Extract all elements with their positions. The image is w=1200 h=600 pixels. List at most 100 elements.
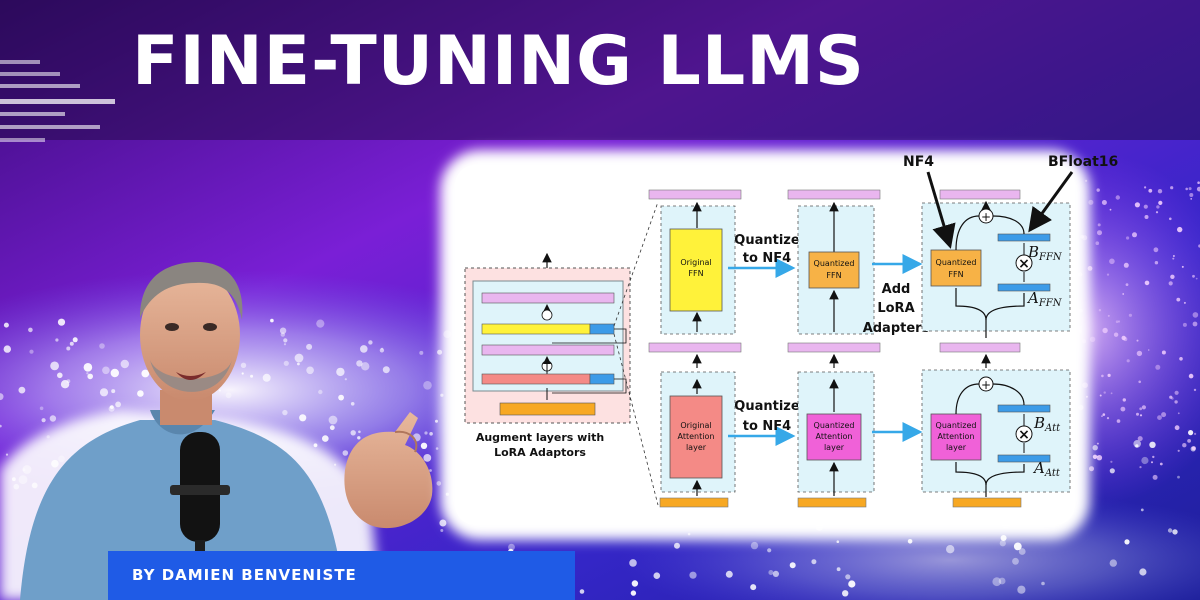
particle-dot [280, 332, 285, 337]
original-ffn-label-line1: Original [680, 258, 711, 267]
particle-dot [1126, 236, 1130, 240]
particle-dot [1192, 321, 1198, 327]
particle-dot [294, 353, 304, 363]
particle-dot [750, 541, 759, 550]
author-byline: BY DAMIEN BENVENISTE [108, 551, 575, 600]
particle-dot [1148, 188, 1153, 193]
quantized-ffn-label-line1: Quantized [814, 259, 855, 268]
particle-dot [50, 361, 59, 371]
particle-dot [322, 435, 329, 442]
particle-dot [1188, 430, 1194, 436]
particle-dot [1144, 280, 1150, 286]
particle-dot [1157, 189, 1163, 194]
particle-dot [111, 389, 116, 394]
particle-dot [429, 469, 432, 472]
particle-dot [435, 419, 438, 423]
particle-dot [55, 338, 59, 342]
particle-dot [283, 343, 287, 346]
particle-dot [420, 442, 428, 449]
particle-dot [1117, 320, 1121, 323]
particle-dot [1128, 313, 1132, 317]
decorative-stripes [0, 60, 115, 142]
quantized-ffn-label-line2: FFN [826, 271, 841, 280]
particle-dot [435, 447, 439, 450]
particle-dot [1174, 425, 1180, 431]
particle-dot [999, 540, 1006, 547]
original-att-label-line2: Attention [678, 432, 715, 441]
particle-dot [674, 542, 680, 549]
plus-symbol-top: + [981, 210, 991, 224]
particle-dot [66, 346, 71, 351]
particle-dot [87, 373, 93, 380]
particle-dot [1152, 474, 1158, 480]
particle-dot [57, 318, 66, 326]
particle-dot [439, 519, 447, 527]
particle-dot [1192, 312, 1199, 318]
particle-dot [1107, 373, 1111, 377]
bfloat16-pointer [1028, 171, 1074, 233]
particle-dot [1172, 529, 1178, 535]
original-att-label-line1: Original [680, 421, 711, 430]
particle-dot [1167, 528, 1173, 533]
particle-dot [1109, 559, 1118, 567]
particle-dot [907, 539, 913, 544]
original-column [648, 189, 742, 508]
particle-dot [344, 378, 347, 381]
particle-dot [836, 540, 840, 543]
particle-dot [283, 360, 289, 366]
particle-dot [329, 425, 335, 431]
quantize-label-bottom-line2: to NF4 [743, 419, 791, 434]
original-att-label-line3: layer [686, 443, 707, 452]
particle-dot [1182, 322, 1187, 327]
particle-dot [1120, 406, 1126, 412]
bfloat16-label: BFloat16 [1048, 154, 1118, 170]
particle-dot [1101, 200, 1107, 205]
particle-dot [1193, 388, 1197, 392]
particle-dot [1092, 454, 1098, 459]
particle-dot [218, 389, 221, 392]
times-symbol-bottom: × [1018, 427, 1030, 443]
particle-dot [306, 366, 314, 375]
particle-dot [1192, 274, 1195, 278]
particle-dot [1096, 455, 1099, 458]
quantized-att-label-line3: layer [824, 443, 845, 452]
quantize-label-top-line2: to NF4 [743, 251, 791, 266]
particle-dot [1106, 273, 1110, 276]
particle-dot [141, 369, 150, 378]
particle-dot [1174, 400, 1178, 404]
particle-dot [1138, 380, 1141, 384]
particle-dot [750, 584, 757, 591]
particle-dot [1041, 581, 1045, 586]
particle-dot [1113, 332, 1119, 337]
particle-dot [270, 318, 274, 323]
particle-dot [1103, 391, 1106, 394]
particle-dot [1106, 417, 1110, 420]
particle-dot [1176, 297, 1181, 302]
particle-dot [299, 414, 307, 422]
b-att-letter: B [1033, 414, 1045, 432]
particle-dot [1174, 390, 1179, 395]
particle-dot [1012, 557, 1019, 565]
particle-dot [1189, 193, 1194, 197]
particle-dot [1132, 232, 1137, 238]
particle-dot [1097, 230, 1102, 236]
particle-dot [436, 481, 442, 486]
particle-dot [1144, 215, 1149, 219]
a-ffn-subscript: FFN [1038, 298, 1063, 309]
particle-dot [1122, 398, 1127, 402]
particle-dot [1095, 241, 1100, 245]
particle-dot [338, 394, 344, 401]
particle-dot [1188, 187, 1192, 191]
particle-dot [1161, 412, 1167, 418]
particle-dot [1161, 350, 1166, 355]
particle-dot [1109, 208, 1112, 211]
lora-quantized-ffn-line2: FFN [948, 270, 963, 279]
particle-dot [1121, 335, 1126, 341]
particle-dot [1133, 440, 1141, 448]
particle-dot [318, 389, 323, 395]
particle-dot [250, 374, 254, 378]
particle-dot [29, 349, 34, 354]
particle-dot [1143, 204, 1148, 209]
add-lora-label-line1: Add [882, 282, 911, 297]
particle-dot [120, 359, 129, 369]
